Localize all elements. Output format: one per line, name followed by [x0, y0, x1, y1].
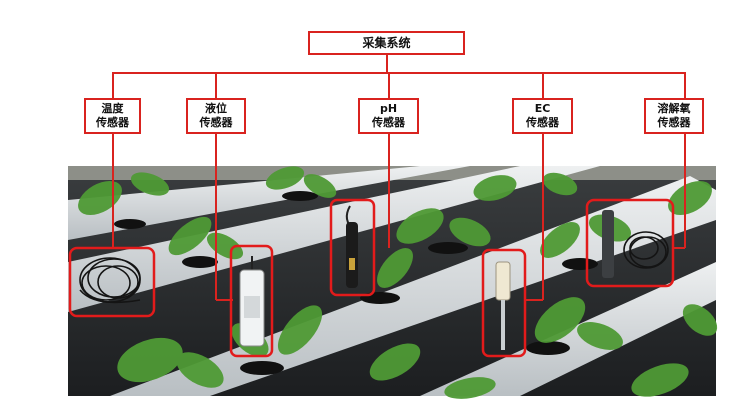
- sensor-label-line2: 传感器: [96, 116, 129, 129]
- leaf: [265, 166, 305, 190]
- branch-4: [542, 72, 544, 98]
- planting-hole: [428, 242, 468, 254]
- leaf: [176, 352, 224, 388]
- leaf: [78, 180, 122, 216]
- pipe-1: [68, 166, 470, 240]
- ph-sensor-frame: [329, 198, 376, 297]
- planting-hole: [282, 191, 318, 201]
- planting-holes: [114, 191, 598, 375]
- ec-sensor-box: EC 传感器: [512, 98, 573, 134]
- ph-sensor-box: pH 传感器: [358, 98, 419, 134]
- branch-2: [215, 72, 217, 98]
- photo-connectors: [112, 134, 686, 301]
- leaf: [631, 363, 689, 397]
- leaf: [444, 377, 496, 399]
- level-sensor: [239, 256, 265, 347]
- level-sensor-frame: [229, 244, 274, 358]
- temperature-sensor-box: 温度 传感器: [84, 98, 141, 134]
- planting-hole: [240, 361, 284, 375]
- ph-sensor: [345, 205, 358, 288]
- sensor-label-line1: pH: [379, 102, 398, 115]
- tree-bus: [112, 72, 686, 74]
- leaf: [303, 174, 337, 198]
- sensor-label-line1: 液位: [205, 102, 227, 115]
- pipe-2: [68, 166, 600, 312]
- planting-hole: [114, 219, 146, 229]
- leaf: [377, 248, 413, 288]
- leaf: [168, 216, 212, 256]
- dissolved-oxygen-sensor-box: 溶解氧 传感器: [644, 98, 704, 134]
- temperature-sensor: [79, 257, 141, 304]
- leaf: [473, 175, 517, 201]
- planting-hole: [562, 258, 598, 270]
- planting-hole: [526, 341, 570, 355]
- lettuce-leaves: [78, 166, 718, 399]
- root-label: 采集系统: [362, 36, 411, 50]
- leaf: [540, 222, 580, 258]
- sensor-label-line2: 传感器: [372, 116, 405, 129]
- ec-sensor: [495, 261, 511, 350]
- leaf: [449, 217, 491, 247]
- sensor-label-line1: 溶解氧: [657, 102, 691, 115]
- leaf: [369, 343, 421, 381]
- ec-sensor-frame: [481, 248, 527, 358]
- sensor-label-line2: 传感器: [199, 116, 233, 129]
- branch-1: [112, 72, 114, 98]
- sensor-label-line2: 传感器: [526, 116, 559, 129]
- leaf: [668, 180, 712, 216]
- leaf: [130, 172, 170, 196]
- leaf: [396, 208, 444, 244]
- leaf: [277, 305, 323, 355]
- temperature-sensor-frame: [68, 246, 156, 318]
- leaf: [117, 337, 183, 383]
- root-box: 采集系统: [308, 31, 465, 55]
- leaf: [577, 322, 623, 350]
- sensor-label-line1: EC: [534, 102, 551, 115]
- leaf: [534, 297, 586, 343]
- level-sensor-box: 液位 传感器: [186, 98, 246, 134]
- branch-3: [388, 72, 390, 98]
- planting-hole: [182, 256, 218, 268]
- dissolved-oxygen-sensor: [602, 210, 669, 278]
- branch-5: [684, 72, 686, 98]
- leaf: [542, 172, 578, 196]
- leaf: [682, 304, 718, 336]
- root-stem: [386, 55, 388, 73]
- sensor-label-line1: 温度: [101, 102, 124, 115]
- sensor-label-line2: 传感器: [657, 116, 691, 129]
- dissolved-oxygen-sensor-frame: [585, 198, 675, 288]
